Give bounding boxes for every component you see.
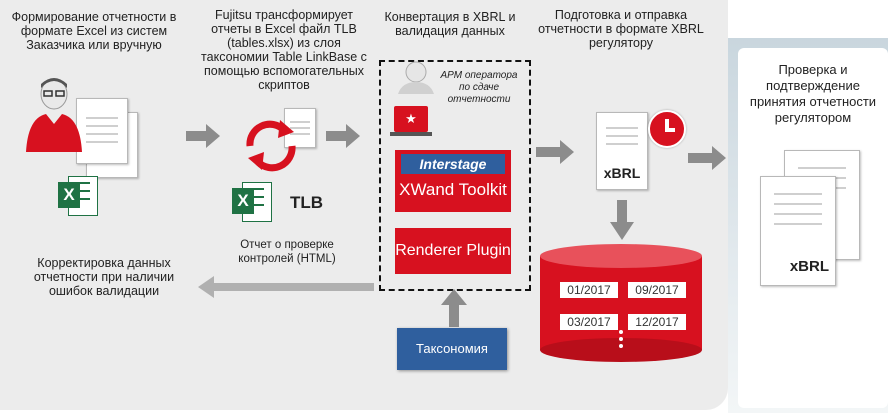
xwand-label: XWand Toolkit bbox=[399, 180, 507, 199]
document-stack bbox=[76, 98, 138, 178]
period-cell: 03/2017 bbox=[560, 314, 618, 330]
arrow-right-icon bbox=[536, 140, 574, 164]
regulator-documents: xBRL bbox=[760, 150, 864, 286]
period-cell: 01/2017 bbox=[560, 282, 618, 298]
conversion-box bbox=[379, 60, 531, 291]
excel-icon: X bbox=[232, 182, 272, 222]
excel-icon: X bbox=[58, 176, 98, 216]
step-convert-text: Конвертация в XBRL и валидация данных bbox=[384, 10, 516, 38]
arrow-left-icon bbox=[198, 276, 374, 298]
report-label: Отчет о проверке контролей (HTML) bbox=[238, 239, 336, 265]
period-cell: 12/2017 bbox=[628, 314, 686, 330]
step-check-text: Проверка и подтверждение принятия отчетн… bbox=[749, 62, 877, 125]
taxonomy-block: Таксономия bbox=[397, 328, 507, 370]
clock-icon bbox=[648, 110, 686, 148]
operator-label: АРМ оператора по сдаче отчетности bbox=[440, 70, 518, 105]
arrow-right-icon bbox=[326, 124, 360, 148]
user-icon bbox=[24, 74, 84, 154]
arrow-right-icon bbox=[186, 124, 220, 148]
xwand-toolkit-block: Interstage XWand Toolkit bbox=[395, 150, 511, 212]
arrow-down-icon bbox=[610, 200, 634, 240]
step-prepare-text: Подготовка и отправка отчетности в форма… bbox=[538, 8, 704, 50]
operator-user-icon bbox=[396, 60, 436, 94]
tlb-label: TLB bbox=[290, 193, 324, 212]
period-cell: 09/2017 bbox=[628, 282, 686, 298]
transform-cycle-icon bbox=[240, 108, 320, 172]
interstage-logo: Interstage bbox=[401, 154, 505, 174]
xbrl-document: xBRL bbox=[596, 112, 648, 190]
step-formation-text: Формирование отчетности в формате Excel … bbox=[11, 10, 177, 52]
database-cylinder: 01/2017 09/2017 03/2017 12/2017 bbox=[540, 244, 702, 362]
arrow-right-icon bbox=[688, 146, 726, 170]
laptop-icon: ★ bbox=[394, 106, 428, 132]
arrow-up-icon bbox=[441, 289, 467, 327]
correction-text: Корректировка данных отчетности при нали… bbox=[33, 256, 175, 298]
renderer-plugin-block: Renderer Plugin bbox=[395, 228, 511, 274]
step-fujitsu-text: Fujitsu трансформирует отчеты в Excel фа… bbox=[201, 8, 367, 92]
